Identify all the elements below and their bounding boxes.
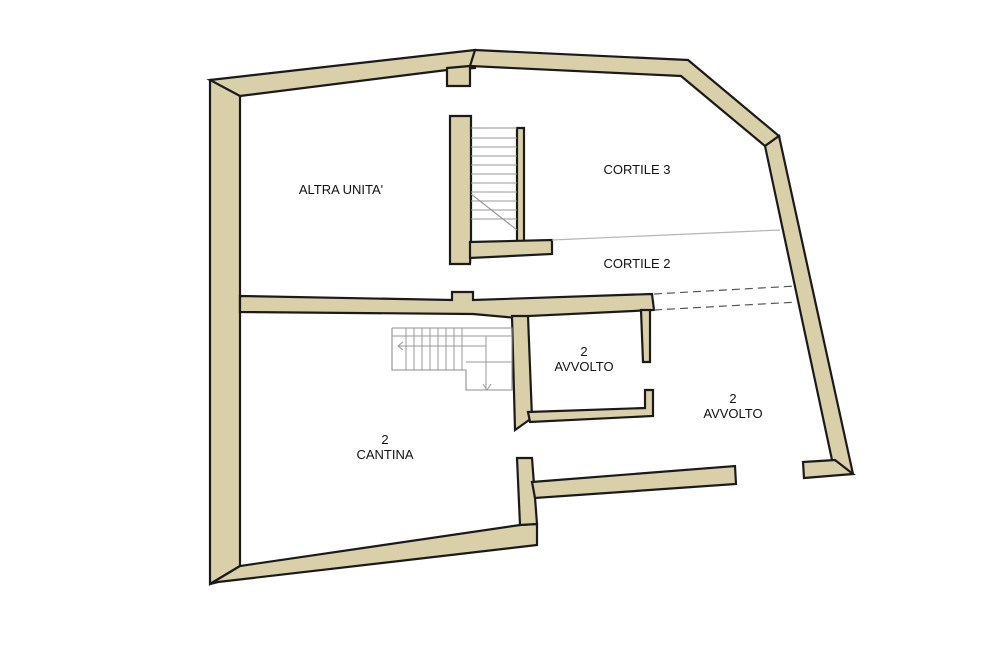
label-cortile-2: CORTILE 2 bbox=[604, 256, 671, 271]
label-avvolto-large-number: 2 bbox=[729, 391, 736, 406]
lower-staircase bbox=[391, 327, 513, 391]
label-cortile-3: CORTILE 3 bbox=[604, 162, 671, 177]
outer-wall-left bbox=[208, 76, 242, 586]
dashed-line-lower bbox=[653, 301, 799, 311]
outer-wall-top-left bbox=[206, 48, 477, 98]
upper-staircase bbox=[470, 127, 518, 231]
label-avvolto-small-name: AVVOLTO bbox=[554, 359, 613, 374]
stair-wall-left bbox=[448, 114, 473, 266]
label-altra-unita: ALTRA UNITA' bbox=[299, 182, 383, 197]
cortile-divider bbox=[551, 229, 781, 241]
avvolto-wall-bottom bbox=[526, 388, 655, 424]
stair-wall-bottom bbox=[468, 238, 554, 260]
label-cantina-name: CANTINA bbox=[356, 447, 413, 462]
label-avvolto-large-name: AVVOLTO bbox=[703, 406, 762, 421]
wall-stub-bottom-right bbox=[801, 458, 856, 480]
lower-wall-horizontal bbox=[530, 464, 738, 500]
label-cantina-number: 2 bbox=[381, 432, 388, 447]
outer-wall-bottom-left bbox=[209, 522, 539, 586]
dashed-line-upper bbox=[653, 285, 797, 295]
stair-wall-right bbox=[515, 126, 526, 244]
outer-wall-right bbox=[763, 134, 855, 476]
wall-stub-top bbox=[445, 64, 472, 88]
label-avvolto-small-number: 2 bbox=[580, 344, 587, 359]
avvolto-wall-right bbox=[639, 308, 652, 364]
lower-wall-vertical bbox=[515, 456, 539, 527]
middle-wall bbox=[238, 290, 656, 320]
